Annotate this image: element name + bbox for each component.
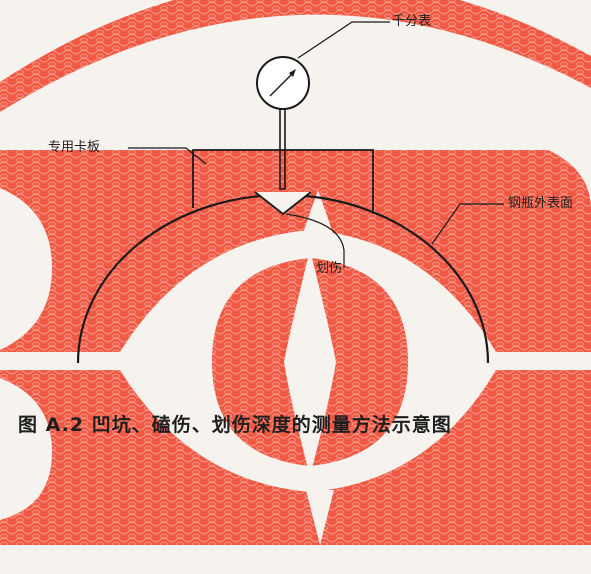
dial-gauge-needle-tip xyxy=(289,69,296,77)
left-notch-cutout-lower xyxy=(0,378,52,520)
dial-gauge xyxy=(256,56,310,190)
cylinder-surface-label: 钢瓶外表面 xyxy=(508,196,574,211)
dial-gauge-leader-line xyxy=(297,21,390,59)
top-arc-band-pattern xyxy=(0,0,591,112)
dial-gauge-needle xyxy=(269,71,295,97)
leader-lines xyxy=(128,21,504,268)
special-plate-label: 专用卡板 xyxy=(48,140,101,155)
bottom-spike-cutout xyxy=(306,490,334,545)
figure-caption: 图 A.2 凹坑、磕伤、划伤深度的测量方法示意图 xyxy=(18,414,452,436)
upper-red-band-pattern xyxy=(0,150,591,352)
cylinder-surface-leader-line xyxy=(431,203,504,245)
center-diamond-cutout xyxy=(284,250,336,476)
scratch-v-notch xyxy=(254,191,312,216)
special-plate-leader-line xyxy=(128,147,207,165)
dial-gauge-stem xyxy=(279,108,286,190)
left-notch-cutout xyxy=(0,188,52,350)
dial-gauge-label: 千分表 xyxy=(392,14,432,29)
top-spike-cutout xyxy=(302,190,334,236)
scratch-leader-line xyxy=(285,213,345,268)
scratch-label: 划伤 xyxy=(316,261,343,276)
bottom-paper-strip xyxy=(0,545,591,574)
special-plate-fixture xyxy=(192,149,374,214)
lower-red-band-pattern xyxy=(0,370,591,545)
